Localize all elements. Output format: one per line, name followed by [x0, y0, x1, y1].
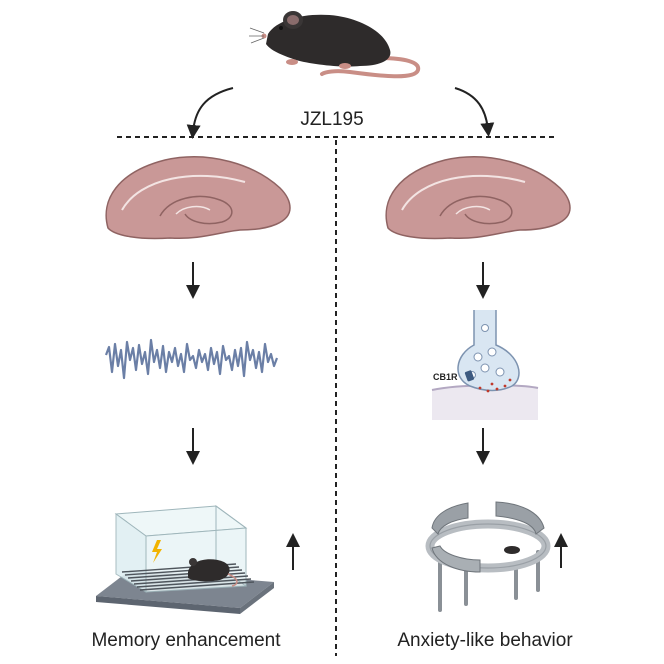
hippocampus-icon [385, 156, 571, 240]
mouse-icon [249, 11, 421, 79]
elevated-maze-icon [425, 501, 551, 612]
receptor-label: CB1R [433, 372, 458, 382]
eeg-trace-icon [104, 338, 279, 380]
fear-conditioning-cage-icon [96, 505, 274, 614]
drug-label: JZL195 [300, 109, 363, 130]
synapse-icon [431, 310, 539, 420]
left-curved-arrow [186, 87, 234, 139]
hippocampus-icon [105, 156, 291, 240]
right-caption: Anxiety-like behavior [397, 630, 573, 651]
cb1r-receptor-icon [464, 370, 475, 382]
left-caption: Memory enhancement [91, 630, 281, 651]
lightning-icon [152, 540, 162, 563]
right-curved-arrow [454, 87, 495, 137]
